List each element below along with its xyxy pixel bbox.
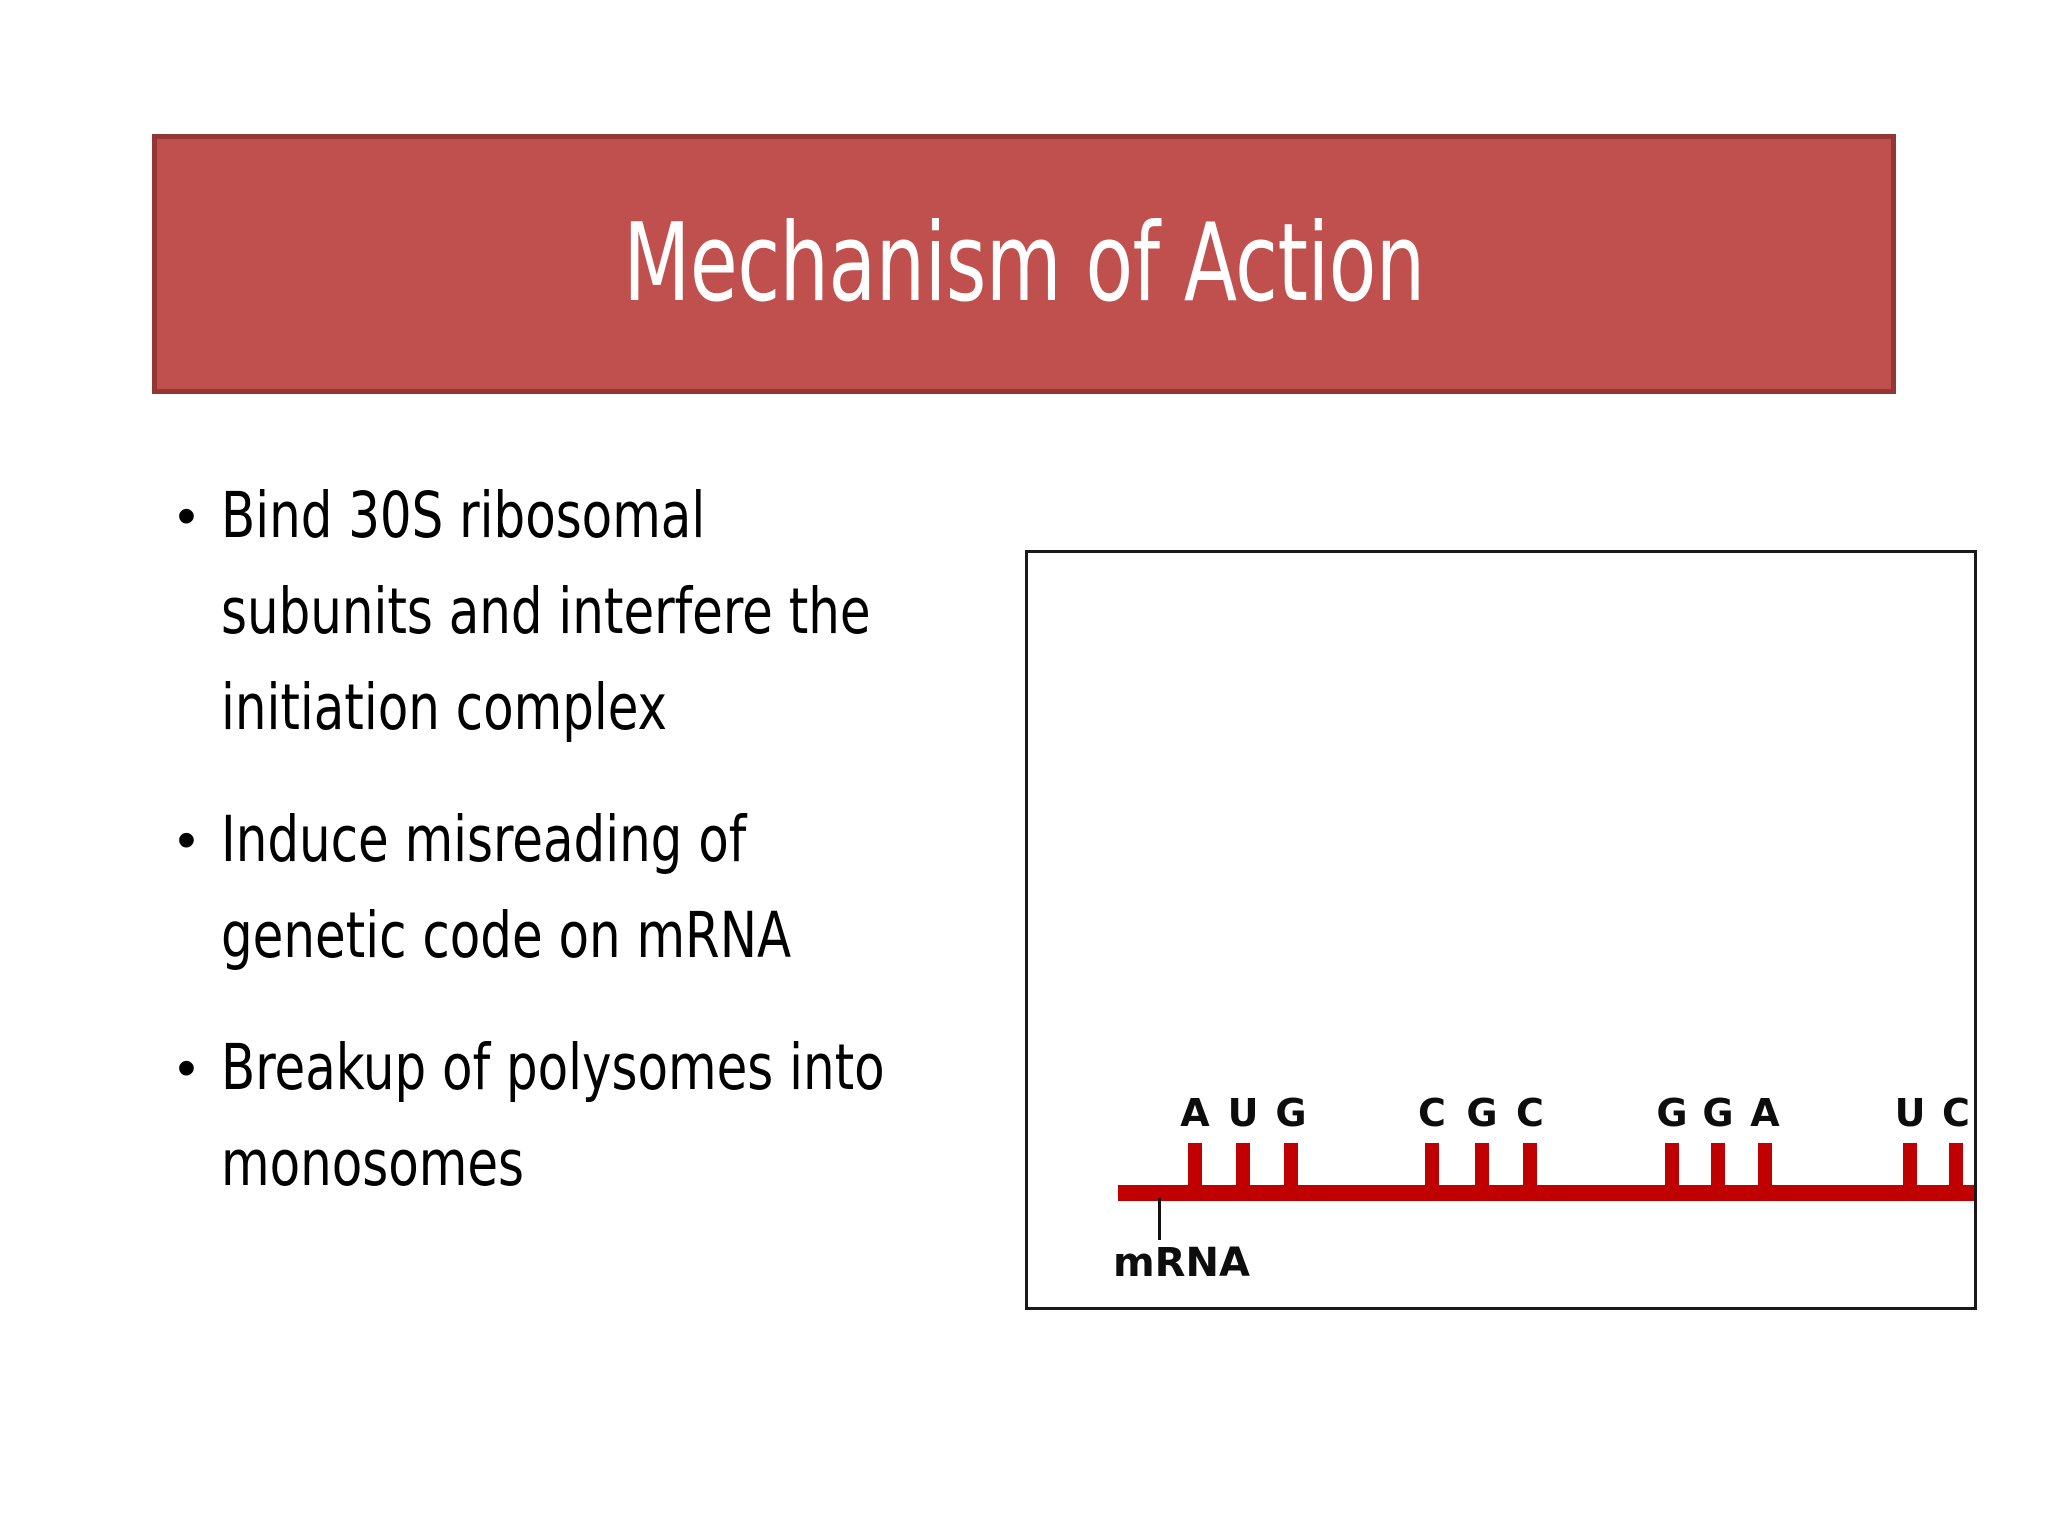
mrna-base-tick	[1523, 1143, 1537, 1191]
mrna-base-tick	[1425, 1143, 1439, 1191]
mrna-base-letter: G	[1275, 1091, 1307, 1135]
mrna-base-letter: U	[1894, 1091, 1926, 1135]
page-title: Mechanism of Action	[623, 201, 1425, 326]
mrna-base-letter: A	[1750, 1091, 1780, 1135]
mrna-base-letter: U	[1227, 1091, 1259, 1135]
bullet-text: Bind 30S ribosomal subunits and interfer…	[221, 479, 871, 744]
bullet-text: Induce misreading of genetic code on mRN…	[221, 803, 792, 972]
mrna-label: mRNA	[1113, 1240, 1250, 1286]
bullet-text: Breakup of polysomes into monosomes	[221, 1031, 885, 1200]
mrna-base-letter: G	[1702, 1091, 1734, 1135]
slide-title-bar: Mechanism of Action	[152, 134, 1896, 394]
mrna-base-tick	[1949, 1143, 1963, 1191]
bullet-list: • Bind 30S ribosomal subunits and interf…	[165, 468, 1015, 1248]
mrna-leader-line	[1158, 1198, 1161, 1240]
mrna-base-letter: C	[1516, 1091, 1544, 1135]
mrna-base-letter: G	[1656, 1091, 1688, 1135]
mrna-base-tick	[1475, 1143, 1489, 1191]
bullet-marker-icon: •	[177, 810, 196, 870]
mrna-base-tick	[1903, 1143, 1917, 1191]
list-item: • Bind 30S ribosomal subunits and interf…	[165, 468, 1015, 756]
list-item: • Induce misreading of genetic code on m…	[165, 792, 1015, 984]
mrna-base-tick	[1758, 1143, 1772, 1191]
mrna-base-tick	[1236, 1143, 1250, 1191]
mrna-base-letter: C	[1942, 1091, 1970, 1135]
mrna-base-tick	[1665, 1143, 1679, 1191]
mrna-base-letter: A	[1180, 1091, 1210, 1135]
mrna-base-tick	[1188, 1143, 1202, 1191]
mrna-base-tick	[1711, 1143, 1725, 1191]
mrna-base-letter: G	[1466, 1091, 1498, 1135]
mrna-base-letter: C	[1418, 1091, 1446, 1135]
bullet-marker-icon: •	[177, 486, 196, 546]
bullet-marker-icon: •	[177, 1038, 196, 1098]
mrna-base-tick	[1284, 1143, 1298, 1191]
list-item: • Breakup of polysomes into monosomes	[165, 1020, 1015, 1212]
